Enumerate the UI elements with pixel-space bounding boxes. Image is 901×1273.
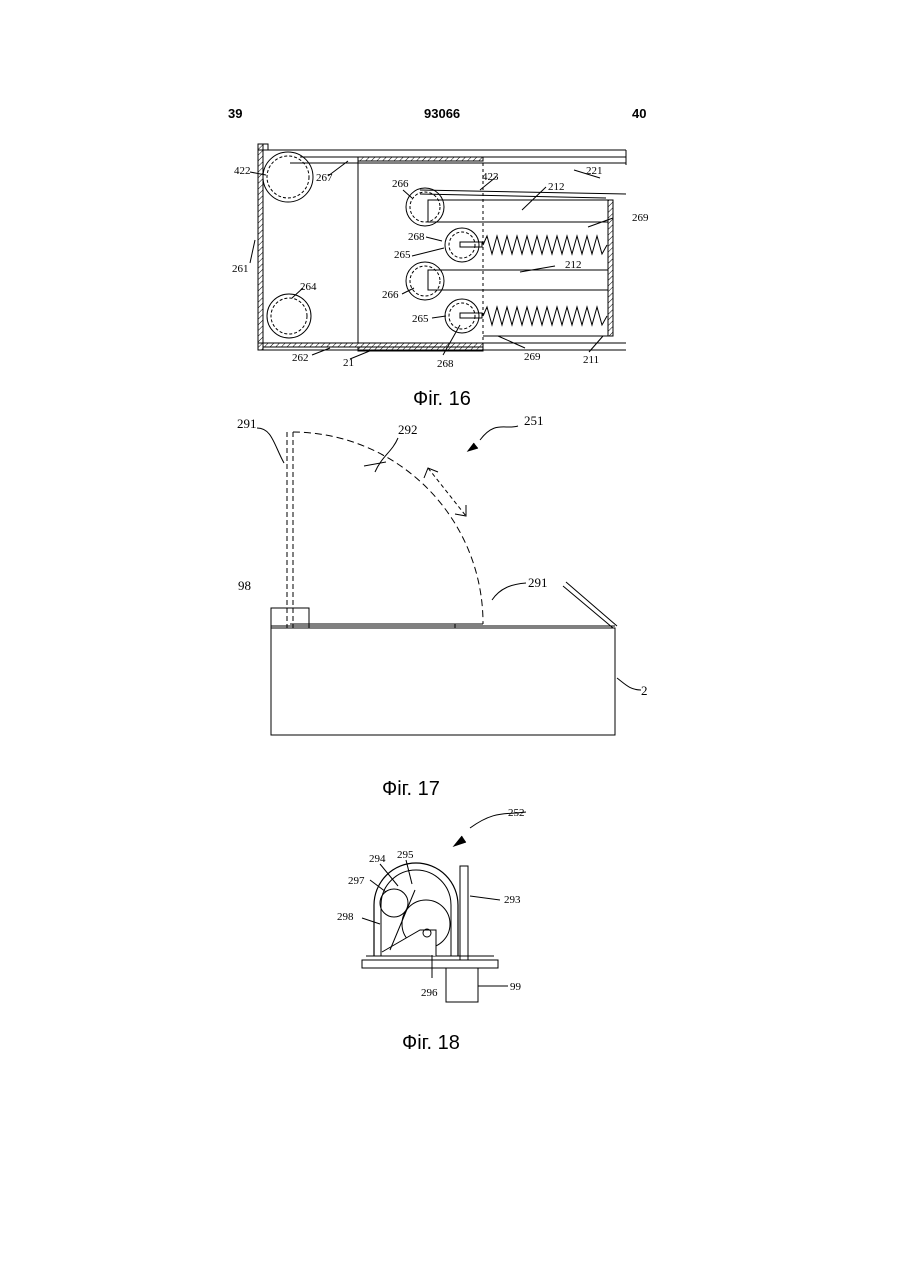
- label-267: 267: [316, 172, 333, 184]
- label-266-bottom: 266: [382, 289, 399, 301]
- label-291-top: 291: [237, 416, 257, 431]
- figure-18-labels: 252 294 295 297 293 298 296 99: [337, 807, 525, 999]
- label-212-bottom: 212: [565, 259, 582, 271]
- label-295: 295: [397, 849, 414, 861]
- label-21: 21: [343, 357, 354, 369]
- label-422: 422: [234, 165, 251, 177]
- label-265-bottom: 265: [412, 313, 429, 325]
- label-294: 294: [369, 853, 386, 865]
- label-297: 297: [348, 875, 365, 887]
- label-211: 211: [583, 354, 599, 366]
- figure-17-drawing: [257, 426, 641, 735]
- label-269-bottom: 269: [524, 351, 541, 363]
- figure-18-caption: Фіг. 18: [402, 1032, 460, 1055]
- label-269-top: 269: [632, 212, 649, 224]
- label-292: 292: [398, 422, 418, 437]
- figure-17-labels: 291 292 251 98 291 2: [237, 413, 648, 698]
- label-268-top: 268: [408, 231, 425, 243]
- label-293: 293: [504, 894, 521, 906]
- label-99: 99: [510, 981, 522, 993]
- figure-17-caption: Фіг. 17: [382, 778, 440, 801]
- label-423: 423: [482, 171, 499, 183]
- label-264: 264: [300, 281, 317, 293]
- label-261: 261: [232, 263, 249, 275]
- label-268-bottom: 268: [437, 358, 454, 370]
- label-221: 221: [586, 165, 603, 177]
- label-291-right: 291: [528, 575, 548, 590]
- label-265-top: 265: [394, 249, 411, 261]
- figure-16-drawing: [250, 144, 626, 359]
- label-298: 298: [337, 911, 354, 923]
- label-212-top: 212: [548, 181, 565, 193]
- label-296: 296: [421, 987, 438, 999]
- label-266-top: 266: [392, 178, 409, 190]
- label-262: 262: [292, 352, 309, 364]
- label-98: 98: [238, 578, 251, 593]
- left-wall-261: [258, 144, 263, 350]
- label-251: 251: [524, 413, 544, 428]
- figure-16-caption: Фіг. 16: [413, 388, 471, 411]
- figure-18-drawing: [362, 812, 526, 1002]
- label-252: 252: [508, 807, 525, 819]
- label-2: 2: [641, 683, 648, 698]
